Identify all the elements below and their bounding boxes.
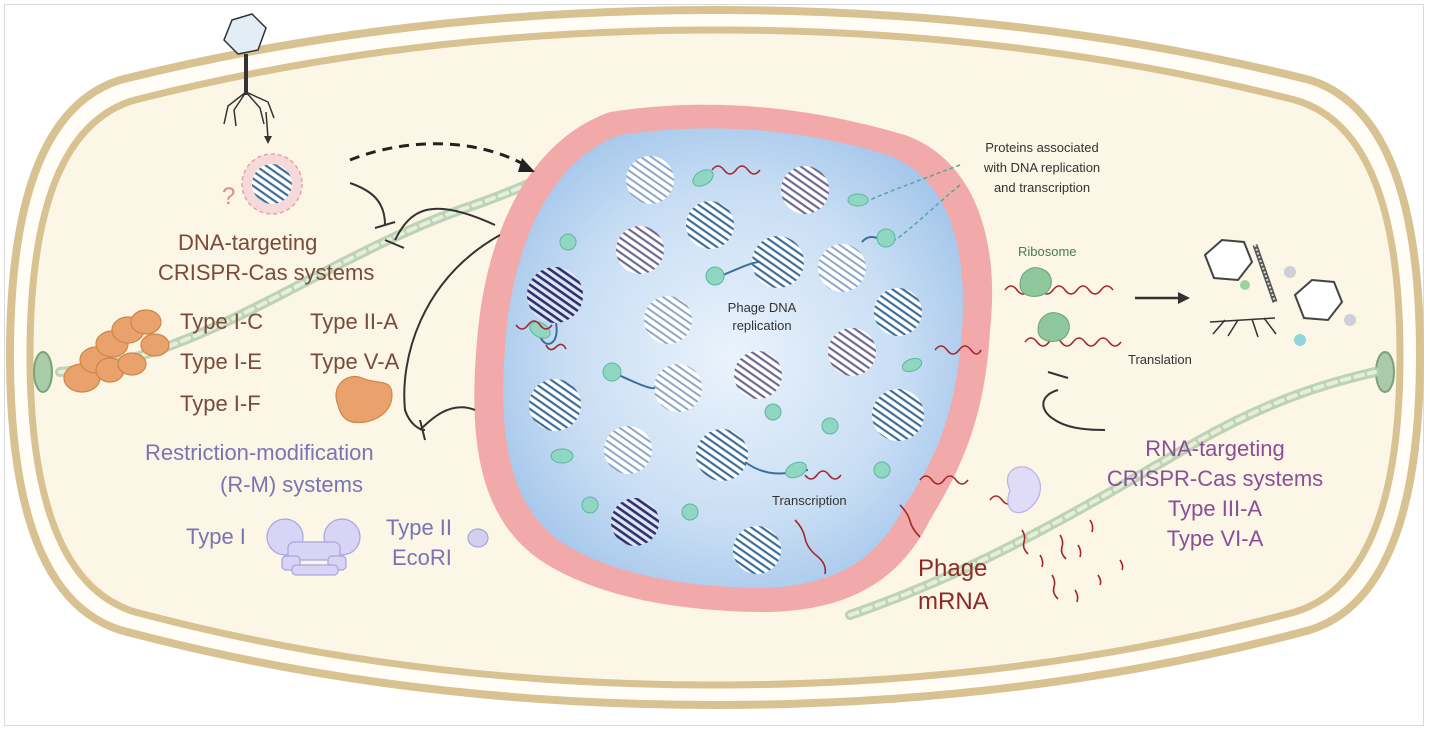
protein-icon xyxy=(705,266,725,286)
rm-label-2: (R-M) systems xyxy=(220,472,363,497)
protein-icon xyxy=(821,417,839,435)
capsid-icon xyxy=(1293,278,1344,322)
dna-ball-icon xyxy=(734,351,782,399)
protein-icon xyxy=(1284,266,1296,278)
rm-label-1: Restriction-modification xyxy=(145,440,374,465)
dna-targeting-label-2: CRISPR-Cas systems xyxy=(158,260,375,285)
mrna-strands xyxy=(515,165,1124,603)
dna-ball-icon xyxy=(529,379,581,431)
phage-mrna-label-1: Phage xyxy=(918,555,988,582)
ecori-label: EcoRI xyxy=(392,545,452,570)
proteins-label-3: and transcription xyxy=(993,180,1091,195)
proteins-leader-line xyxy=(869,164,961,201)
rna-targeting-label-1: RNA-targeting xyxy=(1145,436,1285,461)
protein-icon xyxy=(1240,280,1250,290)
dna-ball-icon xyxy=(654,364,702,412)
type-i-label: Type I xyxy=(186,524,246,549)
protein-icon xyxy=(1344,314,1356,326)
ribosome-icon xyxy=(1037,312,1070,342)
ribosomes xyxy=(1019,267,1070,342)
dna-targeting-label-1: DNA-targeting xyxy=(178,230,318,255)
proteins-label-2: with DNA replication xyxy=(983,160,1101,175)
protein-icon xyxy=(1294,334,1306,346)
dna-ball-icon xyxy=(874,288,922,336)
dna-ball-icon xyxy=(252,164,292,204)
dna-ball-icon xyxy=(696,429,748,481)
injection-arrow xyxy=(265,111,269,139)
dna-ball-icon xyxy=(626,156,674,204)
protein-icon xyxy=(785,461,807,479)
dna-ball-icon xyxy=(611,498,659,546)
dna-ball-icon xyxy=(781,166,829,214)
phage-icon xyxy=(223,13,275,127)
nucleus-interior xyxy=(503,128,964,588)
phage-mrna-label-2: mRNA xyxy=(918,588,989,615)
protein-icon xyxy=(901,357,923,373)
membrane-protein-icon xyxy=(33,351,53,393)
phage-dna-label-2: replication xyxy=(732,318,792,333)
protein-icon xyxy=(876,228,896,248)
proteins-leader-line xyxy=(894,184,961,241)
protein-icon xyxy=(847,193,869,207)
translation-label: Translation xyxy=(1128,352,1192,367)
type-ic-label: Type I-C xyxy=(180,309,264,334)
rna-targeting-label-2: CRISPR-Cas systems xyxy=(1106,466,1324,491)
capsid-icon xyxy=(1203,238,1254,282)
phage-nucleus xyxy=(474,104,993,613)
protein-icon xyxy=(681,503,699,521)
type-iia-label: Type II-A xyxy=(310,309,399,334)
phage-legs-icon xyxy=(1209,317,1277,338)
rm-enzyme-icon xyxy=(266,518,361,576)
cas-complex-icon xyxy=(63,309,170,393)
type-ie-label: Type I-E xyxy=(180,349,262,374)
type-if-label: Type I-F xyxy=(180,391,261,416)
dna-ball-icon xyxy=(872,389,924,441)
protein-icon xyxy=(581,496,599,514)
phage-products xyxy=(1203,238,1356,346)
cas12a-icon xyxy=(335,376,393,424)
translation-arrow xyxy=(1135,292,1190,304)
dna-balls xyxy=(527,156,924,574)
protein-icon xyxy=(559,233,577,251)
protein-icon xyxy=(529,321,551,339)
ribosome-label: Ribosome xyxy=(1018,244,1077,259)
dna-ball-icon xyxy=(828,328,876,376)
inhibition-arcs xyxy=(349,182,1106,441)
protein-icon xyxy=(873,461,891,479)
dna-ball-icon xyxy=(616,226,664,274)
type-va-label: Type V-A xyxy=(310,349,400,374)
dna-ball-icon xyxy=(644,296,692,344)
type-via-label: Type VI-A xyxy=(1166,526,1264,551)
dna-ball-icon xyxy=(527,267,583,323)
phage-dna-label-1: Phage DNA xyxy=(727,300,797,315)
dashed-transport-arrow xyxy=(349,142,526,167)
cas13-icon xyxy=(1007,466,1041,514)
proteins-label-1: Proteins associated xyxy=(985,140,1099,155)
dna-ball-icon xyxy=(752,236,804,288)
dna-ball-icon xyxy=(733,526,781,574)
ribosome-icon xyxy=(1019,267,1052,297)
type-iiia-label: Type III-A xyxy=(1167,496,1263,521)
protein-icon xyxy=(602,362,622,382)
dna-ball-icon xyxy=(818,244,866,292)
question-mark: ? xyxy=(222,183,236,210)
proteins-inner xyxy=(529,169,923,521)
type-ii-label: Type II xyxy=(386,515,453,540)
ecori-icon xyxy=(467,528,489,548)
dna-ball-icon xyxy=(604,426,652,474)
dna-ball-icon xyxy=(686,201,734,249)
transcription-label: Transcription xyxy=(772,493,847,508)
protein-icon xyxy=(550,448,574,464)
protein-icon xyxy=(764,403,782,421)
tail-fiber-icon xyxy=(1252,244,1278,303)
protein-icon xyxy=(692,169,714,187)
